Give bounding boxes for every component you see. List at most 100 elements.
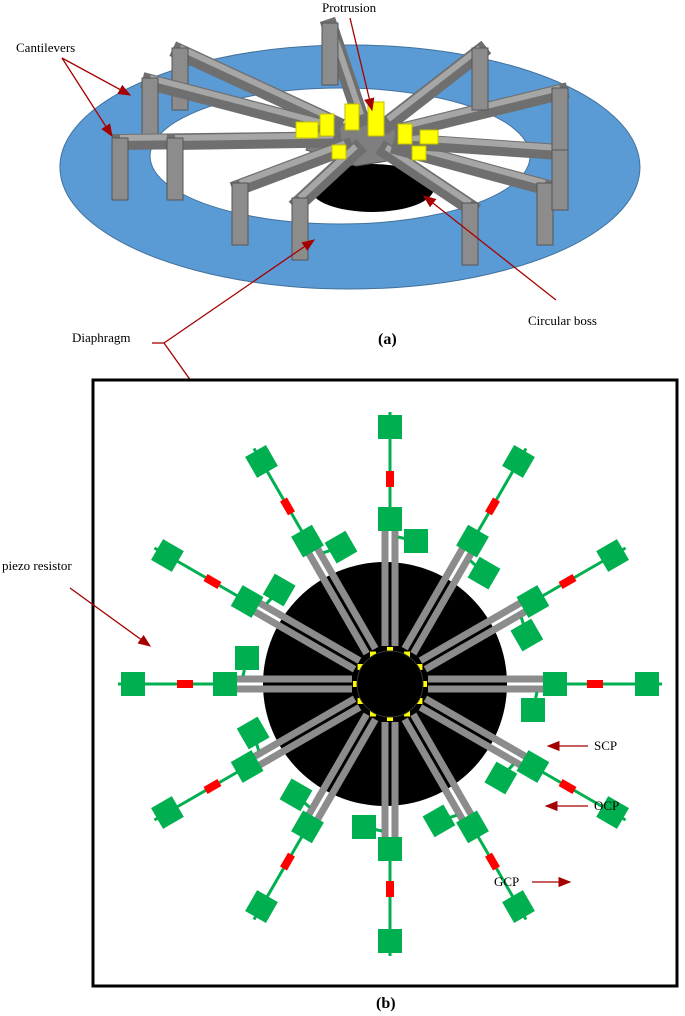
cantilever-leg <box>321 22 339 86</box>
panel-b: piezo resistor SCP OCP GCP (b) <box>2 378 679 1012</box>
cantilever-beam <box>140 72 339 139</box>
gcp-pad <box>151 539 184 572</box>
protrusion-marker <box>370 710 376 717</box>
piezo-resistor <box>386 881 394 897</box>
cantilever-arm <box>251 607 357 673</box>
protrusion-marker <box>404 651 410 658</box>
scp-pad <box>235 646 259 670</box>
cantilever-arm <box>313 545 379 651</box>
protrusion-marker <box>404 710 410 717</box>
gcp-pad <box>635 672 659 696</box>
cantilever-arm <box>423 695 529 761</box>
ocp-pad <box>230 585 264 618</box>
piezo-resistor <box>386 471 394 487</box>
cantilever-arm <box>401 717 467 823</box>
gcp-label: GCP <box>494 874 519 889</box>
protrusion <box>419 129 439 145</box>
panel-a: Protrusion Cantilevers Circular boss Dia… <box>16 0 641 570</box>
protrusion <box>331 144 347 160</box>
ocp-pad <box>291 524 324 558</box>
scp-pad <box>262 573 296 607</box>
gcp-pad <box>502 445 535 478</box>
cantilever-beam <box>229 137 356 198</box>
gcp-pad <box>378 415 402 439</box>
piezo-resistor <box>203 574 222 589</box>
cantilever-arm <box>256 704 362 769</box>
scp-pad <box>422 804 456 838</box>
cantilever-beam-top <box>386 45 482 122</box>
cantilever-beam-top <box>178 45 336 123</box>
piezo-resistor <box>203 779 222 794</box>
cantilever-beam <box>392 82 570 141</box>
diaphragm-label: Diaphragm <box>72 330 130 345</box>
ocp-label: OCP <box>594 798 619 813</box>
ocp-pad <box>378 507 402 531</box>
gcp-pad <box>245 445 278 478</box>
ocp-pad <box>516 585 550 618</box>
piezo-resistor <box>587 680 603 688</box>
cantilever-leg <box>171 47 189 111</box>
piezo-resistor <box>485 852 500 871</box>
gcp-pad <box>245 890 278 923</box>
scp-label: SCP <box>594 738 617 753</box>
protrusion-marker <box>416 698 423 704</box>
protrusion-marker <box>370 651 376 658</box>
scp-pad <box>352 815 376 839</box>
gcp-pad <box>378 929 402 953</box>
cantilever-leg <box>551 147 569 211</box>
cantilever-leg <box>536 182 554 246</box>
protrusion <box>397 123 413 145</box>
pad-group <box>118 412 662 956</box>
cantilever-beam <box>166 131 342 151</box>
cantilever-arm <box>410 550 475 656</box>
protrusion-marker <box>421 681 427 687</box>
gcp-pad <box>502 890 535 923</box>
circular-boss <box>310 164 434 212</box>
cantilever-arm <box>305 712 370 818</box>
piezo-resistor <box>177 680 193 688</box>
piezo-resistor <box>558 779 577 794</box>
protrusion-marker <box>387 715 393 721</box>
cantilever-arm <box>251 695 357 761</box>
gcp-pad <box>151 796 184 829</box>
protrusion-marker <box>353 681 359 687</box>
cantilever-beam-top <box>238 140 347 186</box>
cantilever-arm <box>418 599 524 664</box>
protrusion <box>319 113 335 137</box>
cantilever-leg <box>141 77 159 141</box>
piezo-resistor-label: piezo resistor <box>2 558 72 573</box>
ocp-pad <box>543 672 567 696</box>
caption-a: (a) <box>378 331 397 348</box>
protrusion-marker <box>387 647 393 653</box>
cantilever-beam <box>375 140 482 219</box>
ocp-pad <box>378 837 402 861</box>
ocp-pad <box>516 750 550 783</box>
ocp-pad <box>291 810 324 844</box>
gcp-pad <box>121 672 145 696</box>
scp-pad <box>324 530 358 564</box>
ocp-pad <box>213 672 237 696</box>
piezo-resistor <box>280 497 295 516</box>
cantilever-arm <box>423 607 529 673</box>
scp-pad <box>279 778 313 812</box>
protrusion <box>344 103 360 131</box>
protrusion-label: Protrusion <box>322 0 377 15</box>
caption-b: (b) <box>376 995 396 1012</box>
cantilever-leg <box>461 202 479 266</box>
cantilever-arm <box>410 712 475 818</box>
circular-boss-label: Circular boss <box>528 313 597 328</box>
cantilever-arm <box>256 599 362 664</box>
scp-pad <box>510 618 544 652</box>
cantilever-beam <box>169 41 345 134</box>
cantilever-arm <box>305 550 370 656</box>
scp-pad <box>404 529 428 553</box>
scp-pad <box>467 556 501 590</box>
cantilever-group-3d <box>111 16 570 266</box>
cantilever-group-top <box>235 529 545 839</box>
cantilevers-label: Cantilevers <box>16 40 75 55</box>
scp-pad <box>521 698 545 722</box>
protrusion <box>367 101 385 137</box>
cantilever-leg <box>111 137 129 201</box>
cantilever-arm <box>401 545 467 651</box>
ocp-pad <box>456 810 489 844</box>
